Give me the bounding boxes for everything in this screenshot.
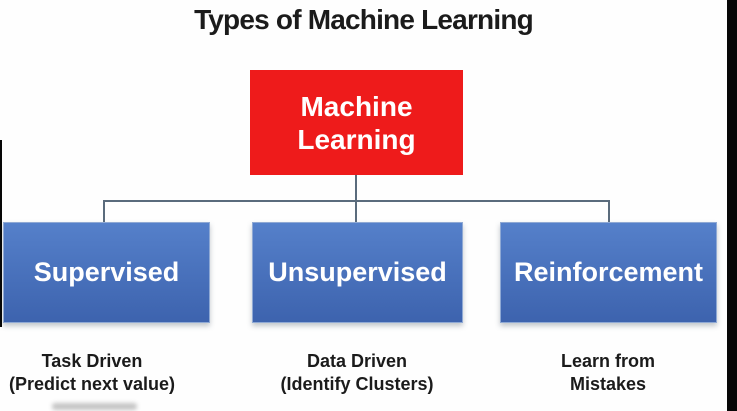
node-machine-learning: Machine Learning — [250, 70, 463, 175]
note-reinforcement-line2: Mistakes — [569, 374, 647, 394]
node-reinforcement: Reinforcement — [500, 222, 717, 323]
connector-drop-right — [608, 200, 610, 223]
note-supervised: Task Driven (Predict next value) — [0, 350, 192, 396]
connector-stem — [355, 175, 357, 201]
frame-edge-left — [0, 140, 2, 327]
note-reinforcement: Learn from Mistakes — [508, 350, 708, 396]
node-supervised: Supervised — [3, 222, 210, 323]
node-unsupervised: Unsupervised — [252, 222, 463, 323]
frame-edge-right — [727, 0, 737, 411]
node-supervised-label: Supervised — [33, 257, 180, 287]
note-supervised-line2: (Predict next value) — [8, 374, 176, 394]
artifact-smudge — [52, 403, 137, 410]
connector-drop-center — [355, 200, 357, 223]
note-unsupervised-line2: (Identify Clusters) — [280, 374, 434, 394]
node-unsupervised-label: Unsupervised — [268, 257, 447, 287]
node-machine-learning-line1: Machine — [300, 90, 413, 122]
node-machine-learning-line2: Learning — [297, 123, 416, 155]
diagram-title: Types of Machine Learning — [194, 4, 534, 35]
note-unsupervised-line1: Data Driven — [306, 351, 408, 371]
note-unsupervised: Data Driven (Identify Clusters) — [257, 350, 457, 396]
note-reinforcement-line1: Learn from — [560, 351, 656, 371]
note-supervised-line1: Task Driven — [41, 351, 143, 371]
node-reinforcement-label: Reinforcement — [513, 257, 704, 287]
connector-drop-left — [103, 200, 105, 223]
